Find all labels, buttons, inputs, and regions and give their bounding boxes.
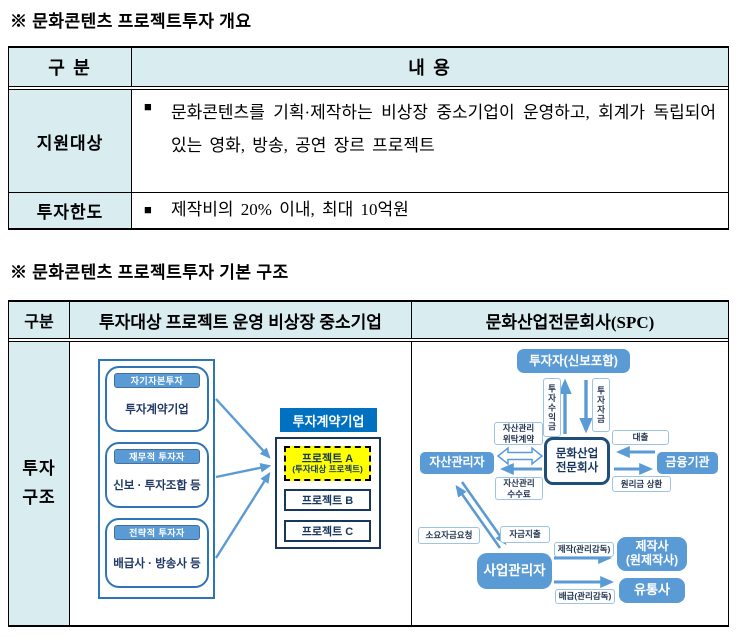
investor-type-badge: 자기자본투자 [114, 373, 200, 388]
bullet-line: ■ 문화콘텐츠를 기획·제작하는 비상장 중소기업이 운영하고, 회계가 독립되… [144, 96, 716, 162]
overview-row-content-limit: ■ 제작비의 20% 이내, 최대 10억원 [131, 193, 728, 228]
production-label: 제작(관리감독) [554, 542, 614, 557]
producer-line1: 제작사 [635, 539, 669, 554]
structure-table-header-row: 구분 투자대상 프로젝트 운영 비상장 중소기업 문화산업전문회사(SPC) [9, 302, 728, 342]
overview-table-header-row: 구 분 내 용 [9, 48, 728, 90]
asset-fee-label: 자산관리 수수료 [495, 477, 543, 500]
distributor-box: 유통사 [619, 578, 685, 603]
structure-header-category: 구분 [9, 302, 69, 338]
distribution-label: 배급(관리감독) [555, 589, 615, 604]
overview-header-category: 구 분 [9, 48, 131, 86]
fund-request-label: 소요자금요청 [418, 527, 480, 544]
square-bullet-icon: ■ [144, 202, 152, 218]
row-label-line2: 구조 [22, 487, 56, 507]
overview-row-content-target: ■ 문화콘텐츠를 기획·제작하는 비상장 중소기업이 운영하고, 회계가 독립되… [131, 90, 728, 192]
investor-type-badge: 전략적 투자자 [114, 525, 200, 540]
investment-capital-label: 투자자금 [592, 378, 610, 432]
label-line: 수수료 [507, 488, 531, 499]
bullet-line: ■ 제작비의 20% 이내, 최대 10억원 [144, 200, 716, 220]
section-title-structure: ※ 문화콘텐츠 프로젝트투자 기본 구조 [10, 263, 289, 282]
loan-label: 대출 [612, 430, 669, 445]
overview-target-text: 문화콘텐츠를 기획·제작하는 비상장 중소기업이 운영하고, 회계가 독립되어 … [171, 103, 716, 156]
label-line: 자산관리 [503, 478, 535, 489]
company-diagram: 자기자본투자 투자계약기업 재무적 투자자 신보 · 투자조합 등 전략적 투자… [69, 342, 411, 625]
investor-group-equity: 자기자본투자 투자계약기업 [105, 366, 209, 432]
company-header: 투자계약기업 [280, 408, 377, 432]
asset-manager-box: 자산관리자 [420, 452, 494, 474]
producer-line2: (원제작사) [625, 553, 679, 567]
structure-header-spc: 문화산업전문회사(SPC) [411, 302, 728, 338]
square-bullet-icon: ■ [144, 99, 152, 114]
row-label-line1: 투자 [22, 458, 56, 478]
repayment-label: 원리금 상환 [612, 476, 671, 492]
investment-return-label: 투자수익금 [543, 378, 561, 437]
project-b-box: 프로젝트 B [284, 489, 371, 511]
structure-table-body-row: 투자 구조 자기자본투자 투자계약기업 재무적 투자자 신보 · 투자조합 등 … [9, 342, 728, 625]
spc-name-line1: 문화산업 [555, 447, 599, 460]
investor-name: 투자계약기업 [125, 404, 189, 416]
overview-table-row-limit: 투자한도 ■ 제작비의 20% 이내, 최대 10억원 [9, 192, 728, 228]
producer-box: 제작사 (원제작사) [617, 537, 687, 571]
investor-name: 배급사 · 방송사 등 [113, 558, 201, 570]
project-a-subtitle: (투자대상 프로젝트) [292, 463, 363, 474]
project-container: 프로젝트 A (투자대상 프로젝트) 프로젝트 B 프로젝트 C [275, 437, 381, 549]
overview-row-label-limit: 투자한도 [9, 193, 131, 228]
investor-group-financial: 재무적 투자자 신보 · 투자조합 등 [105, 442, 209, 508]
project-a-box: 프로젝트 A (투자대상 프로젝트) [284, 446, 371, 481]
business-manager-box: 사업관리자 [477, 553, 552, 589]
structure-header-company: 투자대상 프로젝트 운영 비상장 중소기업 [69, 302, 411, 338]
investor-box: 투자자(신보포함) [517, 349, 630, 373]
structure-table: 구분 투자대상 프로젝트 운영 비상장 중소기업 문화산업전문회사(SPC) 투… [8, 300, 729, 627]
overview-header-content: 내 용 [131, 48, 728, 86]
project-c-box: 프로젝트 C [284, 520, 371, 542]
project-a-name: 프로젝트 A [301, 452, 354, 465]
asset-trust-contract-label: 자산관리 위탁계약 [494, 422, 543, 445]
structure-row-label: 투자 구조 [9, 342, 69, 625]
label-line: 자산관리 [502, 423, 535, 434]
spc-company-box: 문화산업 전문회사 [544, 437, 610, 485]
investor-name: 신보 · 투자조합 등 [113, 480, 201, 492]
overview-table-row-target: 지원대상 ■ 문화콘텐츠를 기획·제작하는 비상장 중소기업이 운영하고, 회계… [9, 90, 728, 192]
overview-limit-text: 제작비의 20% 이내, 최대 10억원 [171, 200, 409, 220]
section-title-overview: ※ 문화콘텐츠 프로젝트투자 개요 [10, 12, 252, 31]
fund-spend-label: 자금지출 [500, 526, 550, 543]
label-line: 위탁계약 [502, 433, 535, 444]
spc-name-line2: 전문회사 [555, 462, 599, 474]
overview-table: 구 분 내 용 지원대상 ■ 문화콘텐츠를 기획·제작하는 비상장 중소기업이 … [8, 46, 729, 230]
bank-box: 금융기관 [657, 452, 718, 474]
investor-type-badge: 재무적 투자자 [114, 449, 200, 464]
investor-group-strategic: 전략적 투자자 배급사 · 방송사 등 [105, 518, 209, 588]
spc-diagram: 투자자(신보포함) 투자수익금 투자자금 자산관리 위탁계약 자산관리자 문화산… [411, 342, 728, 625]
overview-row-label-target: 지원대상 [9, 90, 131, 192]
